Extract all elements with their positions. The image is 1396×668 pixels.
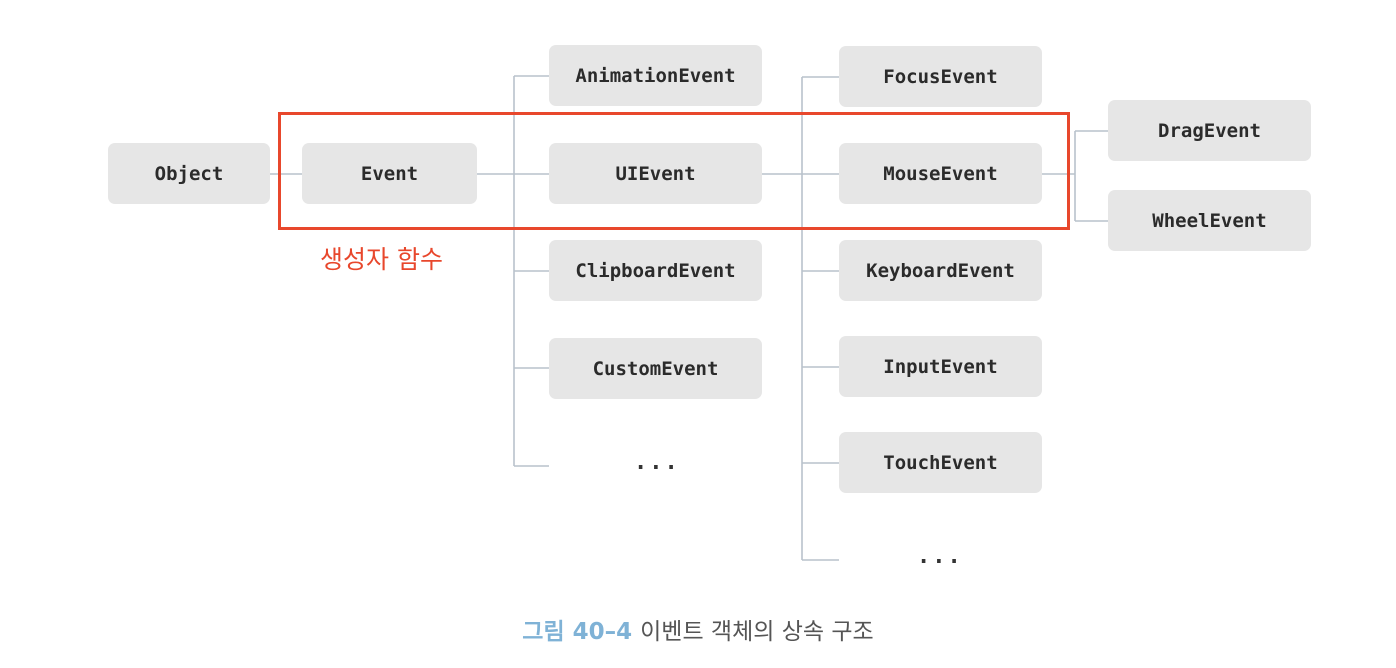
node-object: Object bbox=[108, 143, 270, 204]
node-custom-event: CustomEvent bbox=[549, 338, 762, 399]
figure-caption: 그림 40–4 이벤트 객체의 상속 구조 bbox=[0, 612, 1396, 646]
constructor-highlight-box bbox=[278, 112, 1070, 230]
node-ui-event-more: ... bbox=[917, 544, 963, 569]
node-event: Event bbox=[302, 143, 477, 204]
figure-caption-text: 이벤트 객체의 상속 구조 bbox=[640, 619, 874, 645]
node-ui-event: UIEvent bbox=[549, 143, 762, 204]
node-mouse-event: MouseEvent bbox=[839, 143, 1042, 204]
node-focus-event: FocusEvent bbox=[839, 46, 1042, 107]
node-wheel-event: WheelEvent bbox=[1108, 190, 1311, 251]
node-event-more: ... bbox=[634, 450, 680, 475]
figure-number: 그림 40–4 bbox=[522, 619, 633, 645]
node-drag-event: DragEvent bbox=[1108, 100, 1311, 161]
constructor-label: 생성자 함수 bbox=[320, 245, 443, 274]
node-input-event: InputEvent bbox=[839, 336, 1042, 397]
node-clipboard-event: ClipboardEvent bbox=[549, 240, 762, 301]
node-animation-event: AnimationEvent bbox=[549, 45, 762, 106]
node-touch-event: TouchEvent bbox=[839, 432, 1042, 493]
node-keyboard-event: KeyboardEvent bbox=[839, 240, 1042, 301]
